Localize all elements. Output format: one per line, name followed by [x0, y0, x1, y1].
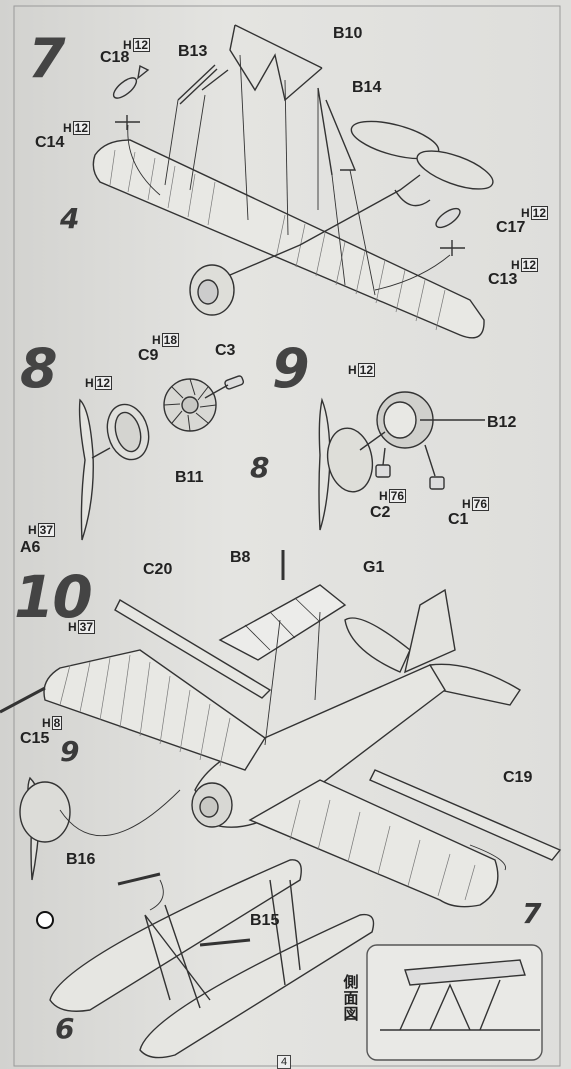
label-C9: C9 [138, 347, 159, 364]
ref-8: 8 [250, 451, 270, 484]
label-B12: B12 [487, 414, 517, 431]
label-B15: B15 [250, 912, 280, 929]
label-B8: B8 [230, 549, 251, 566]
label-C19: C19 [503, 769, 533, 786]
label-B14: B14 [352, 79, 382, 96]
cement-symbol-icon [36, 911, 54, 929]
label-G1: G1 [363, 559, 385, 576]
step-number-8: 8 [20, 337, 58, 400]
label-C2: C2 [370, 504, 391, 521]
step-number-10: 10 [14, 563, 93, 631]
label-C20: C20 [143, 561, 173, 578]
label-C15: C15 [20, 730, 50, 747]
label-C13: C13 [488, 271, 518, 288]
step-number-7: 7 [28, 27, 66, 90]
ref-7: 7 [522, 897, 542, 930]
step8-engine [78, 375, 245, 541]
label-C14: C14 [35, 134, 65, 151]
step7-wing [92, 24, 494, 339]
step-number-9: 9 [272, 337, 310, 400]
side-view-label: 側面図 [343, 973, 359, 1023]
side-view-box [366, 944, 543, 1061]
label-B10: B10 [333, 25, 363, 42]
page-number: 4 [277, 1055, 292, 1069]
ref-6: 6 [55, 1012, 75, 1045]
ref-4: 4 [60, 202, 80, 235]
label-B16: B16 [66, 851, 96, 868]
ref-9: 9 [60, 735, 80, 768]
label-B11: B11 [175, 469, 204, 486]
label-C3: C3 [215, 342, 236, 359]
step9-cowling [318, 391, 485, 531]
label-C1: C1 [448, 511, 469, 528]
label-C17: C17 [496, 219, 526, 236]
label-B13: B13 [178, 43, 208, 60]
label-C18: C18 [100, 49, 130, 66]
step10-aircraft [0, 550, 562, 1059]
label-A6: A6 [20, 539, 41, 556]
